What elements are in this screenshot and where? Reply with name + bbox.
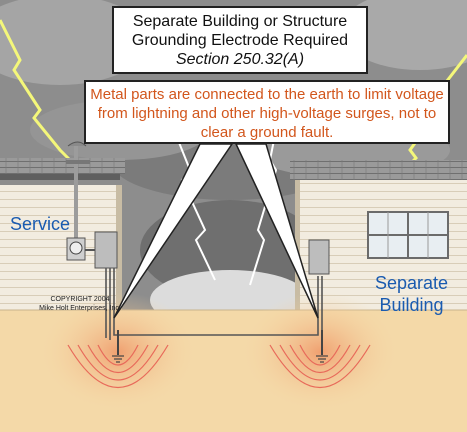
copyright-line-1: COPYRIGHT 2004 [50, 296, 110, 303]
separate-building-label-line-1: Separate [375, 273, 449, 293]
grounding-conductors [105, 268, 323, 342]
ground-glow-right [240, 292, 400, 412]
service-mast [66, 141, 90, 242]
copyright-line-2: Mike Holt Enterprises, Inc. [39, 305, 121, 312]
window [367, 211, 449, 259]
callout-text: Metal parts are connected to the earth t… [90, 86, 444, 141]
ground-rods [117, 330, 323, 355]
title-section-reference: Section 250.32(A) [175, 50, 305, 68]
service-label: Service [10, 214, 71, 234]
ground-rings-right [269, 344, 371, 388]
title-box: Separate Building or Structure Grounding… [112, 6, 368, 74]
copyright-notice: COPYRIGHT 2004 Mike Holt Enterprises, In… [20, 295, 140, 313]
ground-symbols [112, 355, 328, 363]
meter-and-panel [66, 231, 118, 269]
callout-pointers [113, 143, 319, 319]
separate-building-label-line-2: Building [379, 295, 444, 315]
callout-box: Metal parts are connected to the earth t… [84, 80, 450, 144]
title-line-2: Grounding Electrode Required [131, 31, 349, 49]
title-line-1: Separate Building or Structure [132, 12, 348, 30]
separate-building-label: Separate Building [375, 272, 448, 316]
ground-rings-left [67, 344, 169, 388]
